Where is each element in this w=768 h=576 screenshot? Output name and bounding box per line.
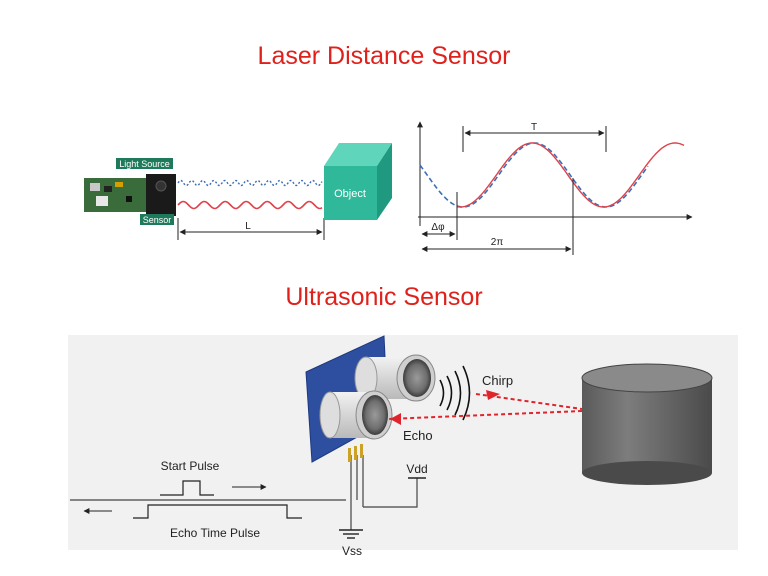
sound-wave-icon: [439, 365, 471, 421]
phase-label: Δφ: [431, 222, 445, 233]
target-cylinder: [581, 363, 713, 485]
distance-dimension: L: [177, 218, 325, 240]
ultrasonic-sensor-module: [305, 335, 436, 463]
returning-light-wave: [177, 200, 323, 210]
vdd-label: Vdd: [406, 462, 427, 476]
ultrasonic-section-title: Ultrasonic Sensor: [285, 283, 483, 311]
vss-label: Vss: [342, 544, 362, 558]
period-label: T: [531, 122, 537, 133]
echo-label: Echo: [403, 428, 433, 443]
echo-arrow-icon: [390, 413, 401, 425]
ground-symbol-icon: [339, 529, 363, 539]
light-source-tag: Light Source: [116, 158, 173, 169]
chirp-label: Chirp: [482, 373, 513, 388]
target-object-cube: Object: [324, 143, 392, 220]
echo-path: [387, 410, 583, 420]
two-pi-label: 2π: [491, 237, 504, 248]
distance-label: L: [245, 221, 251, 232]
object-label: Object: [334, 188, 366, 200]
receiver-transducer: [319, 390, 393, 440]
qr-sticker: [96, 196, 108, 206]
received-wave: [456, 142, 685, 208]
laser-section-title: Laser Distance Sensor: [257, 42, 511, 70]
phase-shift-graph: T Δφ 2π: [417, 121, 693, 255]
sensor-tag: Sensor: [140, 214, 174, 225]
emitted-wave: [419, 142, 649, 208]
start-pulse-waveform: [160, 480, 214, 496]
echo-time-pulse-label: Echo Time Pulse: [170, 526, 260, 540]
signal-wiring: [70, 455, 426, 539]
echo-time-pulse-waveform: [133, 504, 302, 519]
outgoing-light-wave: [177, 179, 323, 187]
light-source-label: Light Source: [119, 159, 170, 169]
start-pulse-label: Start Pulse: [161, 459, 220, 473]
chirp-arrow-icon: [486, 390, 500, 400]
laser-head: [146, 174, 176, 216]
sensor-label: Sensor: [143, 215, 172, 225]
laser-sensor-module: [84, 174, 176, 216]
